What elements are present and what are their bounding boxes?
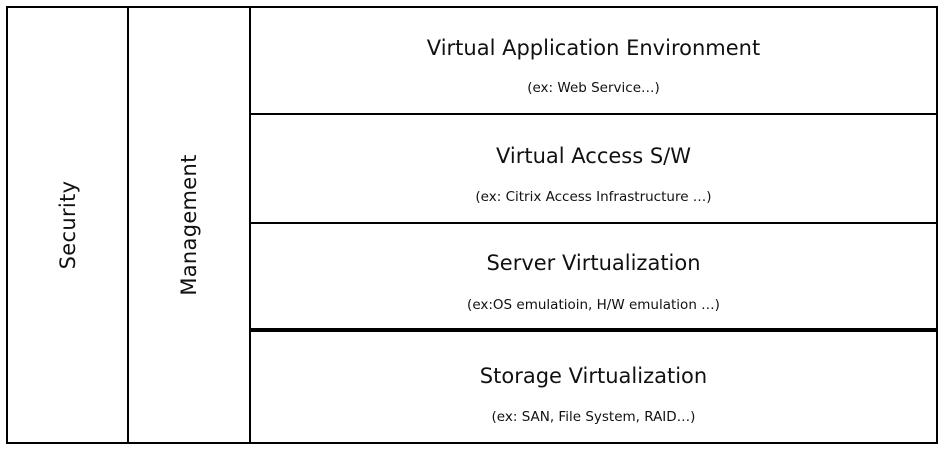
layer-subtitle: (ex:OS emulatioin, H/W emulation …)	[467, 297, 720, 313]
management-label: Management	[177, 154, 201, 296]
layer-storage-virtualization: Storage Virtualization (ex: SAN, File Sy…	[251, 332, 936, 442]
layer-subtitle: (ex: Web Service…)	[527, 80, 660, 96]
layer-server-virtualization: Server Virtualization (ex:OS emulatioin,…	[251, 224, 936, 332]
layer-title: Server Virtualization	[486, 251, 701, 275]
layer-subtitle: (ex: SAN, File System, RAID…)	[491, 409, 696, 425]
security-label: Security	[55, 180, 80, 270]
layer-virtual-access-sw: Virtual Access S/W (ex: Citrix Access In…	[251, 115, 936, 224]
layer-title: Virtual Application Environment	[426, 36, 761, 60]
layer-virtual-application-environment: Virtual Application Environment (ex: Web…	[251, 8, 936, 115]
layer-title: Storage Virtualization	[479, 364, 708, 388]
virtualization-stack-diagram: Security Management Virtual Application …	[6, 6, 938, 444]
layer-subtitle: (ex: Citrix Access Infrastructure …)	[475, 189, 712, 205]
management-column: Management	[129, 8, 251, 442]
layer-title: Virtual Access S/W	[495, 144, 692, 168]
layer-stack: Virtual Application Environment (ex: Web…	[251, 8, 936, 442]
security-column: Security	[8, 8, 129, 442]
